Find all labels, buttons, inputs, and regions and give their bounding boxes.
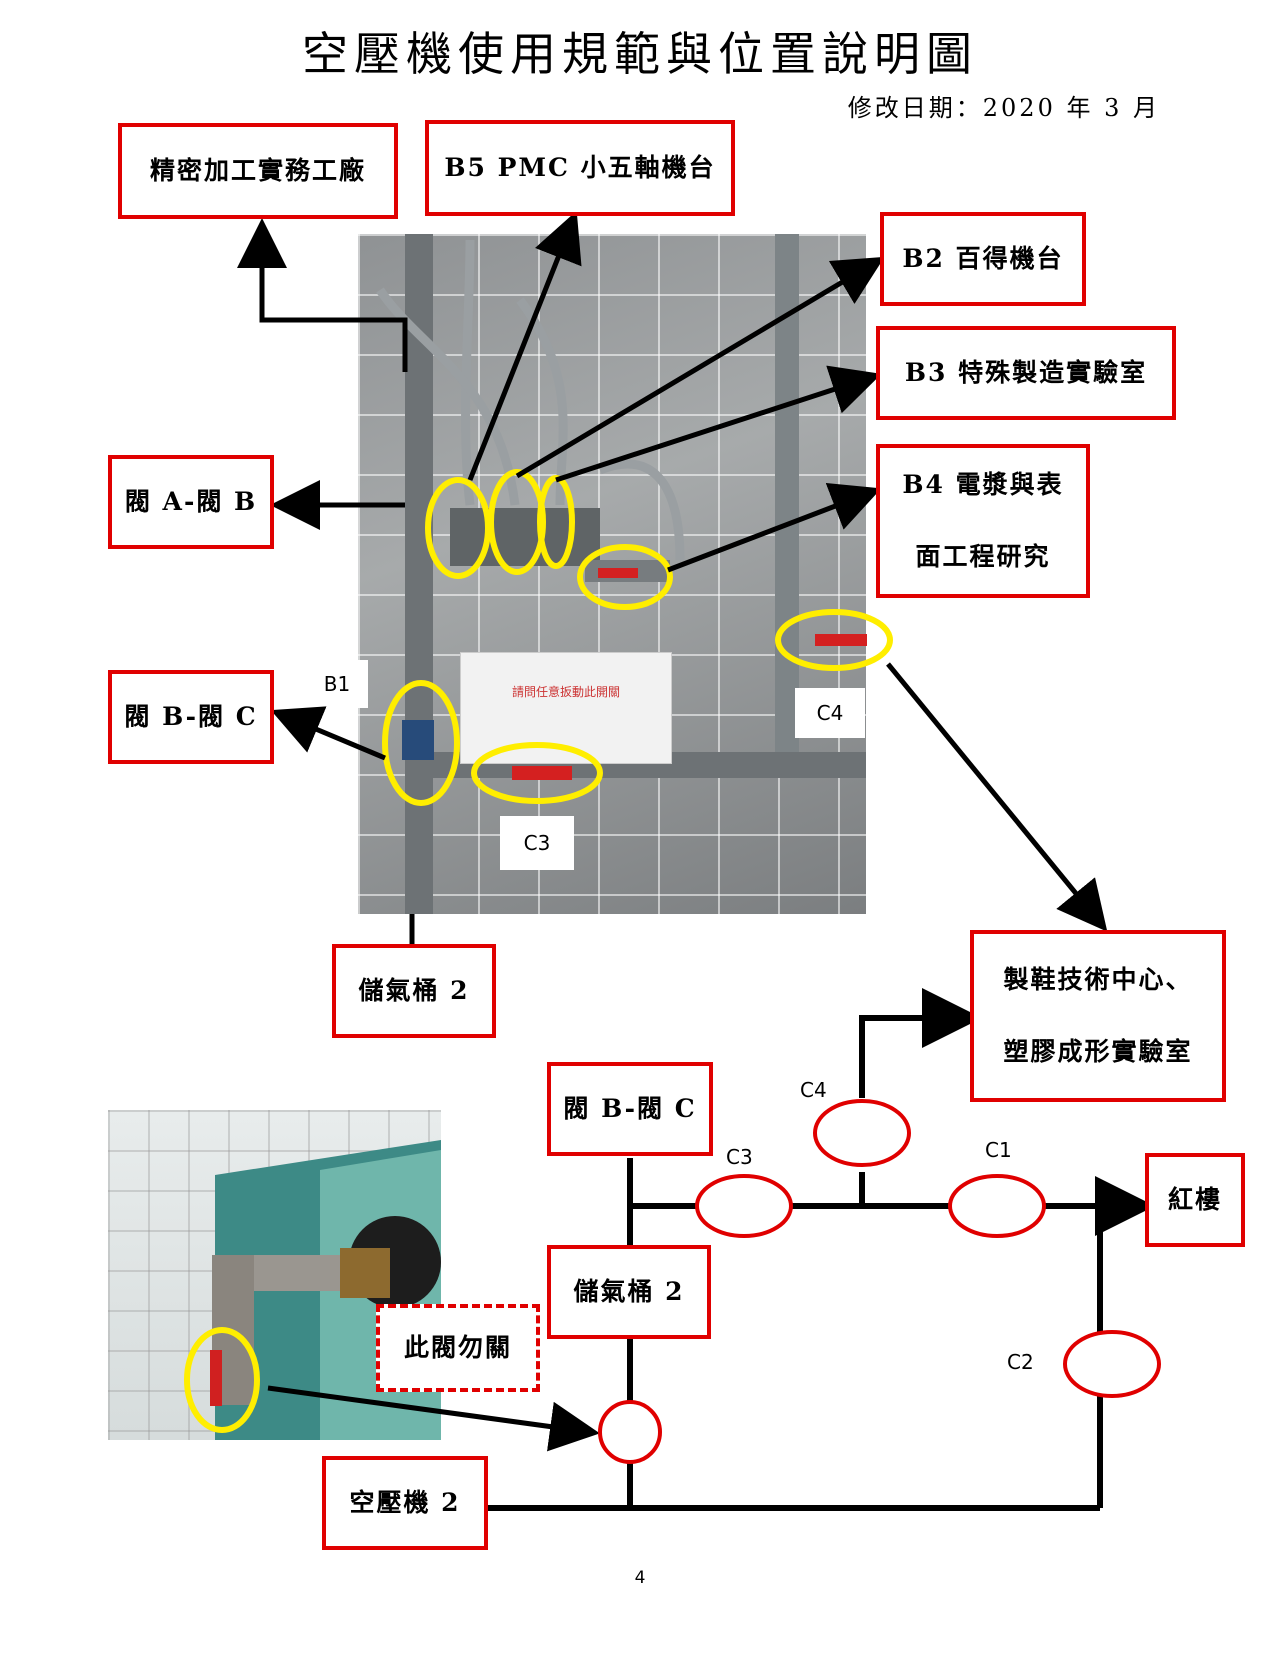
highlight-b2 [488,469,546,575]
highlight-c3 [471,742,603,804]
label-valve-ab: 閥 A-閥 B [108,455,274,549]
valve-c3 [695,1174,793,1238]
arrow-valve-bc [270,706,386,761]
caption-c4: C4 [800,1078,827,1102]
label-shoe-center: 製鞋技術中心、 塑膠成形實驗室 [970,930,1226,1102]
valve-c1 [948,1174,1046,1238]
label-b4-line2: 面工程研究 [915,542,1051,571]
arrow-b3 [555,365,882,483]
caption-c2: C2 [1007,1350,1034,1374]
revision-date: 修改日期：2020 年 3 月 [847,94,1160,122]
pipe-right-vertical [775,234,799,774]
highlight-do-not-close [184,1327,260,1433]
page-title: 空壓機使用規範與位置說明圖 [302,27,978,81]
tag-c3: C3 [500,816,574,870]
tag-c4: C4 [795,688,865,738]
caption-c1: C1 [985,1138,1012,1162]
red-handle-c4 [815,634,867,646]
valve-c2 [1063,1330,1161,1398]
label-b4: B4 電漿與表 面工程研究 [876,444,1090,598]
blue-valve-b1 [402,720,434,760]
label-red-building: 紅樓 [1145,1153,1245,1247]
label-compressor: 空壓機 2 [322,1456,488,1550]
arrow-shoe-center [886,662,1108,932]
label-tank-top: 儲氣桶 2 [332,944,496,1038]
arrow-b2 [515,256,885,479]
label-do-not-close: 此閥勿關 [376,1304,540,1392]
tag-b1: B1 [306,660,368,708]
label-shoe-line1: 製鞋技術中心、 [1003,964,1193,994]
label-b2: B2 百得機台 [880,212,1086,306]
label-b4-line1: B4 電漿與表 [902,469,1064,499]
page-number: 4 [634,1568,646,1588]
arrow-c4-shoe [859,988,982,1098]
highlight-b4 [577,544,673,610]
highlight-b5 [425,477,491,579]
caption-c3: C3 [726,1145,753,1169]
valve-c4 [813,1099,911,1167]
arrow-do-not-close [267,1385,600,1452]
arrow-b5 [467,210,582,481]
label-tank-diagram: 儲氣桶 2 [547,1245,711,1339]
red-handle-b4 [598,568,638,578]
wall-note-text: 請問任意扳動此開關 [511,685,620,699]
arrow-b4 [667,482,882,573]
manifold [450,508,600,566]
valve-main [598,1400,662,1464]
label-precision: 精密加工實務工廠 [118,123,398,219]
red-handle-c3 [512,766,572,780]
label-valve-bc-top: 閥 B-閥 C [108,670,274,764]
highlight-c4 [775,609,893,671]
label-valve-bc-diagram: 閥 B-閥 C [547,1062,713,1156]
label-b3: B3 特殊製造實驗室 [876,326,1176,420]
highlight-b1 [382,680,460,806]
label-shoe-line2: 塑膠成形實驗室 [1003,1037,1193,1066]
arrow-precision [237,218,408,372]
label-b5: B5 PMC 小五軸機台 [425,120,735,216]
